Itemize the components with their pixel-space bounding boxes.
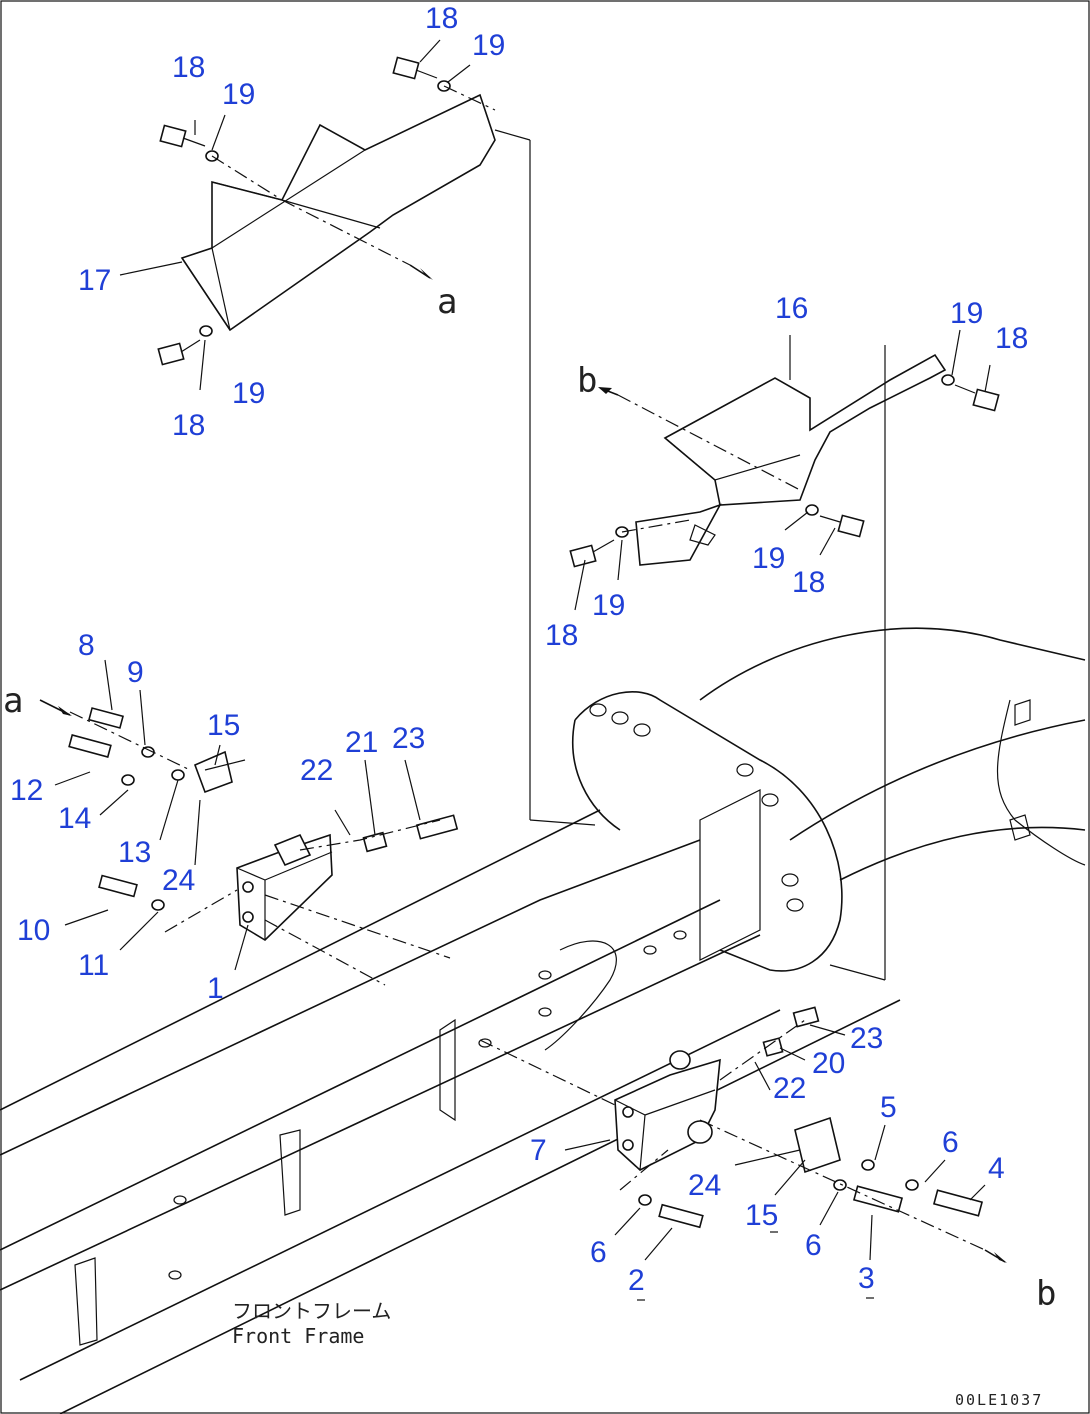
callout-9: 9 [127,656,144,689]
callout-18: 18 [792,566,825,599]
callout-14: 14 [58,802,91,835]
assembly-lines-covers [211,85,801,533]
callout-19: 19 [222,78,255,111]
callout-8: 8 [78,629,95,662]
callout-23: 23 [850,1022,883,1055]
callout-19: 19 [232,377,265,410]
callout-19: 19 [752,542,785,575]
reference-letters: a a b b [3,282,1056,1314]
front-frame [0,789,901,1414]
leader-bottom-b [829,964,886,981]
caption-japanese: フロントフレーム [232,1299,391,1323]
bolts-top [157,56,1000,568]
ref-b-bottom: b [1036,1274,1056,1314]
callout-19: 19 [950,297,983,330]
callout-17: 17 [78,264,111,297]
leader-bottom-a [529,819,596,826]
callout-18: 18 [995,322,1028,355]
callout-19: 19 [472,29,505,62]
ref-arrows [39,264,1007,1263]
callout-20: 20 [812,1047,845,1080]
callout-3: 3 [858,1262,875,1295]
callout-11: 11 [78,949,109,982]
cylinder-ring [571,627,1086,972]
callout-18: 18 [172,51,205,84]
callout-5: 5 [880,1091,897,1124]
valve-assembly-7 [479,1006,986,1251]
cover-16 [635,353,947,566]
callouts: 18 19 18 19 17 18 19 16 19 18 19 18 18 1… [10,2,1028,1297]
callout-23: 23 [392,722,425,755]
callout-19: 19 [592,589,625,622]
callout-18: 18 [425,2,458,35]
callout-2: 2 [628,1264,645,1297]
callout-7: 7 [530,1134,547,1167]
valve-assembly-1 [68,707,459,986]
callout-1: 1 [207,972,224,1005]
ref-a-top: a [437,282,457,322]
callout-15: 15 [207,709,240,742]
callout-13: 13 [118,836,151,869]
ref-a-left: a [3,681,23,721]
leader-top-a [494,129,531,141]
cover-17 [180,93,496,332]
callout-10: 10 [17,914,50,947]
callout-4: 4 [988,1152,1005,1185]
callout-22: 22 [773,1072,806,1105]
leader-lines [54,39,991,1261]
caption-english: Front Frame [232,1324,364,1348]
callout-12: 12 [10,774,43,807]
document-id: 00LE1037 [955,1391,1043,1409]
callout-15: 15 [745,1199,778,1232]
callout-16: 16 [775,292,808,325]
callout-6: 6 [942,1126,959,1159]
callout-22: 22 [300,754,333,787]
ref-b-top: b [577,361,597,401]
callout-18: 18 [545,619,578,652]
callout-6: 6 [805,1229,822,1262]
callout-24: 24 [162,864,195,897]
callout-18: 18 [172,409,205,442]
callout-21: 21 [345,726,378,759]
callout-6: 6 [590,1236,607,1269]
callout-24: 24 [688,1169,721,1202]
